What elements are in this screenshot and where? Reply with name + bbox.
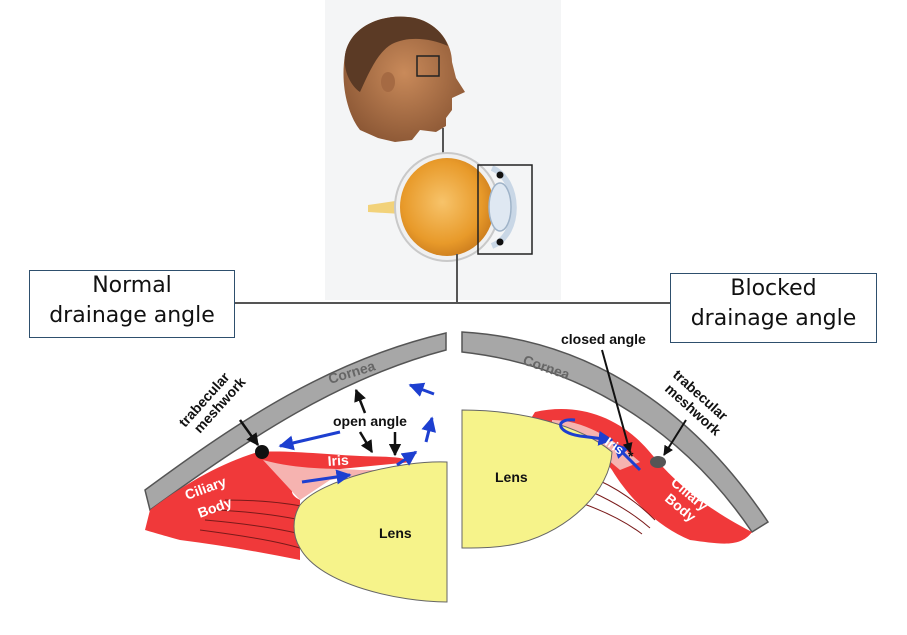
normal-callout-line-1: Normal (92, 273, 172, 298)
closed-angle-pointers (601, 349, 687, 456)
open-angle-label: open angle (333, 413, 407, 429)
flow-arrows-left (278, 382, 437, 485)
lens-right (461, 409, 613, 549)
angle-zoom-box (477, 164, 533, 255)
normal-drainage-angle-callout: Normal drainage angle (29, 270, 235, 338)
lens-label-right: Lens (495, 469, 528, 485)
eye-zoom-box (416, 55, 440, 77)
normal-callout-line-2: drainage angle (49, 303, 215, 328)
blocked-callout-line-1: Blocked (730, 276, 817, 301)
cornea-left (144, 332, 447, 512)
flow-arrows-right (559, 418, 642, 472)
blocked-drainage-angle-callout: Blocked drainage angle (670, 273, 877, 343)
closed-angle-star: * (628, 448, 634, 464)
normal-angle-illustration: Cornea open angle Iris Lens trabecular m… (144, 332, 448, 603)
closed-angle-label: closed angle (561, 331, 646, 347)
open-angle-pointers (238, 388, 402, 457)
blocked-angle-illustration: * closed angle Cornea Iris Lens trabecul… (461, 331, 770, 549)
head-profile (343, 16, 465, 143)
lens-label-left: Lens (379, 525, 412, 541)
lens-left (293, 461, 448, 603)
blocked-callout-line-2: drainage angle (690, 306, 857, 331)
callout-connectors (234, 254, 670, 304)
eyeball-cross-section (368, 152, 533, 262)
trabecular-meshwork-right (650, 456, 666, 468)
tissue-left (145, 451, 412, 560)
trabecular-meshwork-left (255, 445, 269, 459)
iris-label-left: Iris (327, 452, 349, 469)
